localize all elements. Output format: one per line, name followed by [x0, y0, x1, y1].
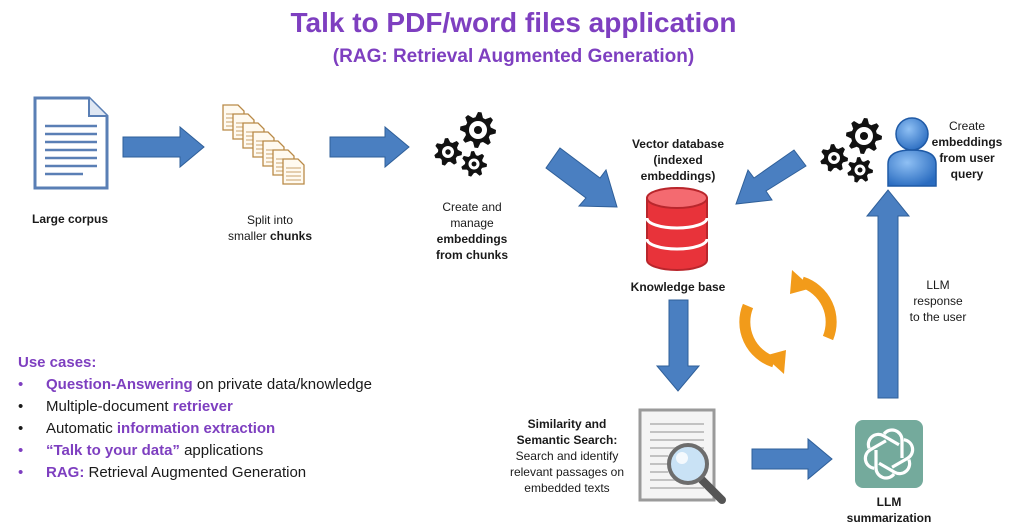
use-case-text: Automatic	[46, 420, 117, 437]
use-case-text: on private data/knowledge	[192, 376, 372, 393]
search-label-line1: Similarity and	[527, 417, 607, 431]
embed-label: Create and manage embeddings from chunks	[420, 199, 524, 263]
use-case-highlight: RAG:	[46, 464, 85, 481]
arrow-llm-to-user	[865, 189, 911, 399]
use-case-item: Question-Answering on private data/knowl…	[18, 374, 372, 396]
use-case-highlight: Question-Answering	[46, 376, 193, 393]
arrow-search-to-llm	[751, 437, 833, 481]
use-cases-heading: Use cases:	[18, 354, 97, 371]
corpus-label: Large corpus	[31, 212, 109, 226]
llm-label: LLM summarization	[836, 494, 942, 526]
split-label-line2-pre: smaller	[227, 229, 270, 243]
search-label: Similarity and Semantic Search: Search a…	[500, 416, 634, 496]
openai-logo-icon	[855, 420, 923, 488]
use-case-item: “Talk to your data” applications	[18, 440, 372, 462]
use-case-text: Retrieval Augmented Generation	[84, 464, 307, 481]
search-label-line4: relevant passages on	[509, 465, 625, 479]
use-case-item: Multiple-document retriever	[18, 396, 372, 418]
split-label-line2-bold: chunks	[270, 229, 313, 243]
search-label-line3: Search and identify	[515, 449, 619, 463]
use-case-item: Automatic information extraction	[18, 418, 372, 440]
embed-label-line3: embeddings	[436, 232, 508, 246]
query-label-line2: embeddings	[931, 135, 1003, 149]
llm-label-line1: LLM	[876, 495, 902, 509]
vectordb-label: Vector database (indexed embeddings)	[620, 136, 736, 184]
llm-label-line2: summarization	[846, 511, 932, 525]
document-icon	[33, 96, 109, 190]
magnifier-document-icon	[638, 408, 726, 504]
use-case-highlight: retriever	[172, 398, 233, 415]
use-case-item: RAG: Retrieval Augmented Generation	[18, 462, 372, 484]
diagram-title: Talk to PDF/word files application	[290, 7, 737, 38]
user-icon	[887, 117, 937, 187]
vectordb-label-line2: (indexed	[653, 153, 703, 167]
use-case-highlight: information extraction	[116, 420, 276, 437]
use-case-text: applications	[179, 442, 264, 459]
split-label: Split into smaller chunks	[215, 212, 325, 244]
response-label-line2: response	[913, 294, 963, 308]
embed-label-line1: Create and	[442, 200, 502, 214]
split-label-line2: smaller chunks	[215, 228, 325, 244]
gears-icon	[434, 112, 496, 177]
arrow-corpus-to-split	[122, 125, 205, 169]
diagram-subtitle: (RAG: Retrieval Augmented Generation)	[332, 46, 695, 67]
query-gears-icon	[820, 118, 882, 183]
query-label: Create embeddings from user query	[924, 118, 1010, 182]
cycle-icon	[739, 270, 837, 374]
use-cases: Use cases: Question-Answering on private…	[18, 352, 372, 484]
response-label-line1: LLM	[926, 278, 950, 292]
search-label-line2: Semantic Search:	[516, 433, 618, 447]
search-label-line5: embedded texts	[524, 481, 610, 495]
openai-knot-icon	[863, 428, 915, 480]
query-label-line1: Create	[948, 119, 986, 133]
response-label: LLM response to the user	[890, 277, 986, 325]
embed-label-line4: from chunks	[435, 248, 508, 262]
arrow-embed-to-db	[545, 147, 618, 208]
embed-label-line2: manage	[450, 216, 494, 230]
response-label-line3: to the user	[909, 310, 967, 324]
use-case-text: Multiple-document	[46, 398, 173, 415]
query-label-line4: query	[950, 167, 984, 181]
arrow-split-to-embed	[329, 125, 410, 169]
use-cases-list: Question-Answering on private data/knowl…	[18, 374, 372, 484]
stacked-pages-icon	[222, 104, 305, 185]
kb-label: Knowledge base	[630, 280, 726, 294]
arrow-query-to-db	[735, 149, 807, 205]
vectordb-label-line1: Vector database	[631, 137, 725, 151]
database-icon	[645, 187, 709, 271]
split-label-line1: Split into	[246, 213, 294, 227]
vectordb-label-line3: embeddings)	[640, 169, 716, 183]
arrow-db-to-search	[655, 299, 701, 392]
query-label-line3: from user	[939, 151, 995, 165]
use-case-highlight: “Talk to your data”	[46, 442, 180, 459]
